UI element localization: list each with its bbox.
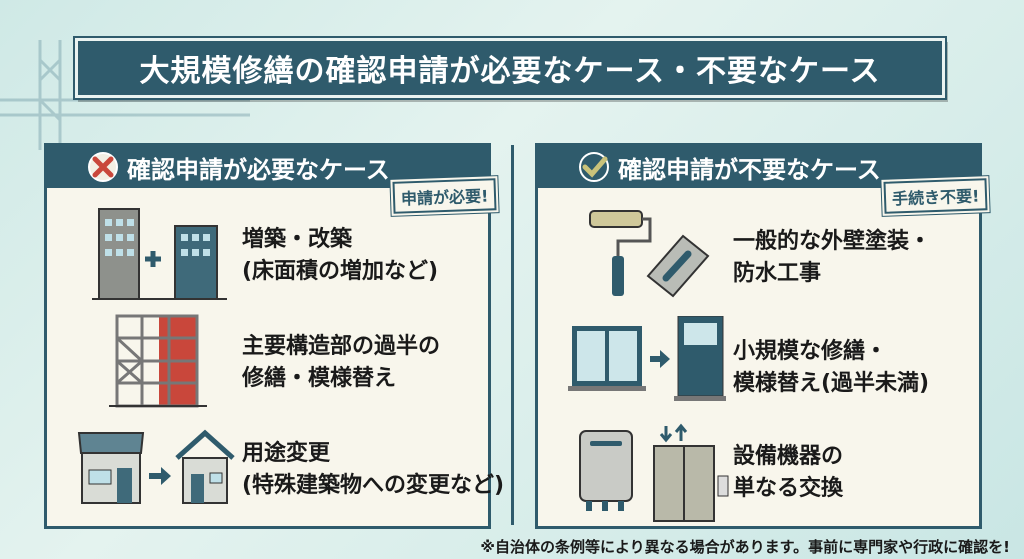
list-item: 用途変更 (特殊建築物への変更など) xyxy=(47,418,504,528)
water-heater-elevator-icon xyxy=(579,423,729,522)
item-detail: 防水工事 xyxy=(733,261,822,286)
check-mark-icon xyxy=(579,152,609,182)
required-cases-panel: 確認申請が必要なケース 申請が必要! 増築・改築(床面積の増加など) 主要構造部… xyxy=(44,143,504,529)
list-item: 設備機器の単なる交換 xyxy=(538,421,979,531)
item-detail: 単なる交換 xyxy=(733,476,844,501)
item-detail: (床面積の増加など) xyxy=(242,259,439,284)
structure-frame-icon xyxy=(109,314,207,408)
item-title: 用途変更 xyxy=(242,441,331,466)
item-title: 一般的な外壁塗装・ xyxy=(733,229,932,254)
page-title: 大規模修繕の確認申請が必要なケース・不要なケース xyxy=(73,36,947,100)
item-title: 主要構造部の過半の xyxy=(242,334,441,359)
x-mark-icon xyxy=(88,152,118,182)
panel-title: 確認申請が必要なケース xyxy=(127,155,390,184)
shop-to-house-icon xyxy=(77,429,235,504)
item-title: 増築・改築 xyxy=(242,227,353,252)
item-title: 小規模な修繕・ xyxy=(733,339,888,364)
item-detail: (特殊建築物への変更など) xyxy=(242,473,505,498)
crane-background-icon xyxy=(0,40,250,150)
building-extension-icon xyxy=(92,208,227,300)
item-detail: 模様替え(過半未満) xyxy=(733,371,930,396)
panel-title: 確認申請が不要なケース xyxy=(618,155,881,184)
not-required-cases-panel: 確認申請が不要なケース 手続き不要! 一般的な外壁塗装・防水工事 小規模な修繕・… xyxy=(535,143,988,531)
window-to-door-icon xyxy=(568,316,726,401)
footnote: ※自治体の条例等により異なる場合があります。事前に専門家や行政に確認を! xyxy=(480,538,1010,556)
paint-roller-trowel-icon xyxy=(589,210,710,298)
item-detail: 修繕・模様替え xyxy=(242,366,397,391)
list-item: 一般的な外壁塗装・防水工事 xyxy=(538,206,979,316)
list-item: 主要構造部の過半の修繕・模様替え xyxy=(47,311,488,421)
item-title: 設備機器の xyxy=(733,444,844,469)
divider xyxy=(511,145,514,525)
list-item: 増築・改築 (床面積の増加など) xyxy=(47,204,488,314)
list-item: 小規模な修繕・模様替え(過半未満) xyxy=(538,316,979,426)
